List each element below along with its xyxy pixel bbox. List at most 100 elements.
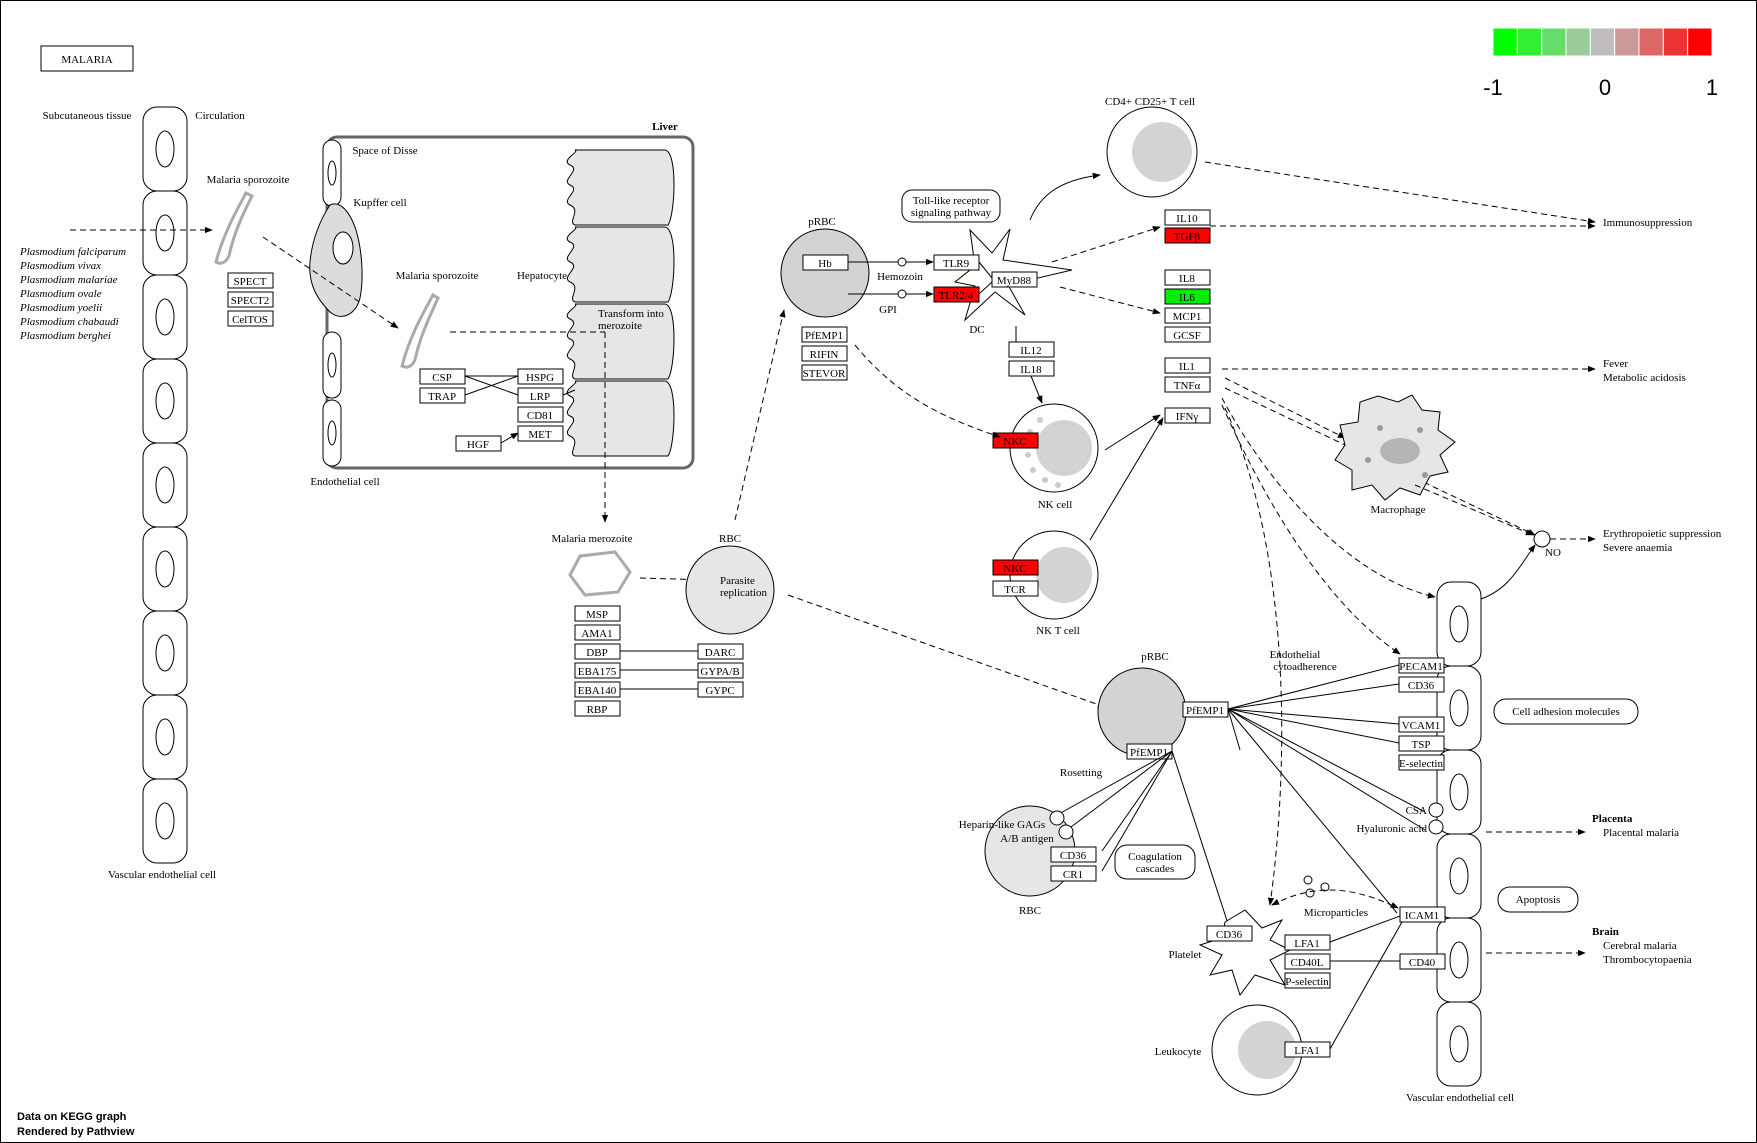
gene-eba175-box: EBA175 (574, 662, 621, 679)
species-2: Plasmodium vivax (19, 260, 101, 272)
gene-pecam1-box: PECAM1 (1398, 657, 1445, 674)
label-tlr-pathway-1: Toll-like receptor (913, 195, 990, 207)
label-space-disse: Space of Disse (352, 145, 417, 157)
legend-swatch-5 (1614, 27, 1640, 57)
label-hepatocyte: Hepatocyte (517, 270, 567, 282)
gene-pecam1: PECAM1 (1399, 661, 1442, 673)
gene-spect-box: SPECT (227, 272, 274, 289)
gene-nkc-a: NKC (1003, 436, 1026, 448)
label-placenta: Placenta (1592, 813, 1633, 825)
color-legend: -1 0 1 (1483, 27, 1718, 100)
no-node (1533, 530, 1551, 548)
label-sporozoite-1: Malaria sporozoite (207, 174, 290, 186)
gene-cd36-a: CD36 (1060, 850, 1087, 862)
species-1: Plasmodium falciparum (19, 246, 126, 258)
gene-il12-box: IL12 (1008, 341, 1055, 358)
gene-tnfa-box: TNFα (1164, 376, 1211, 393)
gene-hgf: HGF (467, 439, 489, 451)
gene-gypab-box: GYPA/B (697, 662, 744, 679)
gene-mcp1-box: MCP1 (1164, 307, 1211, 324)
gene-lfa1-b-box: LFA1 (1284, 1041, 1331, 1058)
gene-gcsf-box: GCSF (1164, 326, 1211, 343)
gene-pfemp1-b-box: PfEMP1 (1182, 701, 1229, 718)
gene-eba140-box: EBA140 (574, 681, 621, 698)
label-apoptosis: Apoptosis (1516, 894, 1561, 906)
gene-hb-box: Hb (802, 254, 849, 271)
label-placental: Placental malaria (1603, 827, 1679, 839)
gene-lrp: LRP (530, 391, 550, 403)
gene-tsp-box: TSP (1398, 735, 1445, 752)
gene-tcr-box: TCR (992, 580, 1039, 597)
label-platelet: Platelet (1169, 949, 1202, 961)
label-severe: Severe anaemia (1603, 542, 1672, 554)
gene-tgfb-box: TGFβ (1164, 227, 1211, 244)
legend-tick-min: -1 (1483, 75, 1503, 100)
gene-myd88-box: MyD88 (991, 271, 1038, 288)
label-cd4: CD4+ CD25+ T cell (1105, 96, 1195, 108)
gene-nkc-a-box: NKC (992, 432, 1039, 449)
prbc-top-cell (780, 228, 870, 318)
label-nkcell: NK cell (1038, 499, 1073, 511)
gene-lfa1-a: LFA1 (1294, 938, 1319, 950)
gene-csp: CSP (432, 372, 452, 384)
gene-stevor: STEVOR (803, 368, 846, 380)
legend-bar (1492, 27, 1713, 57)
label-endo-cyto-1: Endothelial (1270, 649, 1321, 661)
gene-msp-box: MSP (574, 605, 621, 622)
gene-cd81: CD81 (527, 410, 553, 422)
gene-cd36-c: CD36 (1216, 929, 1243, 941)
gene-il10: IL10 (1176, 213, 1198, 225)
gene-rifin-box: RIFIN (801, 345, 848, 362)
legend-tick-max: 1 (1706, 75, 1718, 100)
title-text: MALARIA (61, 54, 112, 66)
gene-il6: IL6 (1179, 292, 1195, 304)
gene-vcam1-box: VCAM1 (1398, 716, 1445, 733)
gene-trap: TRAP (428, 391, 456, 403)
species-7: Plasmodium berghei (19, 330, 111, 342)
gene-tgfb: TGFβ (1174, 231, 1201, 243)
gene-tlr24-box: TLR2/4 (933, 286, 980, 303)
label-nktcell: NK T cell (1036, 625, 1080, 637)
gene-celtos-box: CelTOS (227, 310, 274, 327)
gene-il1-box: IL1 (1164, 357, 1211, 374)
gene-nkc-b: NKC (1003, 563, 1026, 575)
arrow-rbc-to-prbc-mid (787, 594, 1106, 708)
gene-spect2: SPECT2 (231, 295, 270, 307)
gene-spect: SPECT (233, 276, 266, 288)
pfemp1-links (1056, 664, 1426, 931)
gene-hgf-box: HGF (455, 435, 502, 452)
label-prbc-top: pRBC (808, 216, 836, 228)
arrow-sporozoite-to-liver (262, 236, 399, 329)
gene-ifng-box: IFNγ (1164, 407, 1211, 424)
gene-darc-box: DARC (697, 643, 744, 660)
label-parasite-2: replication (720, 587, 768, 599)
legend-swatch-0 (1492, 27, 1518, 57)
label-cell-adhesion: Cell adhesion molecules (1512, 706, 1620, 718)
right-vascular-column (1436, 581, 1482, 1087)
tlr-pathway-box: Toll-like receptor signaling pathway (901, 189, 1001, 223)
gene-vcam1: VCAM1 (1402, 720, 1441, 732)
label-subcutaneous: Subcutaneous tissue (43, 110, 132, 122)
gene-ama1-box: AMA1 (574, 624, 621, 641)
gene-pselectin: P-selectin (1285, 976, 1329, 988)
footer-line-1: Data on KEGG graph (17, 1111, 127, 1123)
label-rbc-bottom: RBC (1019, 905, 1041, 917)
gene-msp: MSP (586, 609, 608, 621)
label-parasite-1: Parasite (720, 575, 755, 587)
legend-swatch-2 (1541, 27, 1567, 57)
gene-hb: Hb (818, 258, 832, 270)
left-vascular-column (142, 106, 188, 864)
gene-pfemp1-a: PfEMP1 (805, 330, 843, 342)
gene-il8-box: IL8 (1164, 269, 1211, 286)
label-leukocyte: Leukocyte (1155, 1046, 1202, 1058)
gene-tcr: TCR (1004, 584, 1026, 596)
label-kupffer: Kupffer cell (353, 197, 406, 209)
gene-cr1: CR1 (1063, 869, 1083, 881)
sporozoite-1-shape (214, 191, 255, 265)
gene-pfemp1-c: PfEMP1 (1130, 747, 1168, 759)
gene-eselectin: E-selectin (1399, 758, 1443, 770)
gene-tlr24: TLR2/4 (939, 290, 974, 302)
gene-pfemp1-a-box: PfEMP1 (801, 326, 848, 343)
label-coag-1: Coagulation (1128, 851, 1182, 863)
